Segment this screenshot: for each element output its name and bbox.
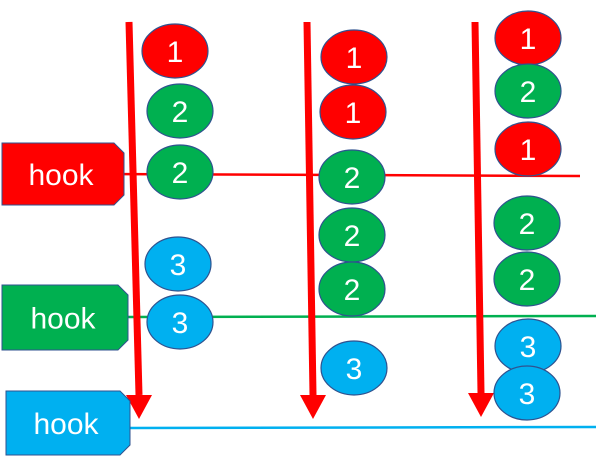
drop-arrow-3: [468, 21, 494, 417]
ball-label: 2: [172, 157, 189, 190]
ball-label: 2: [344, 274, 361, 307]
ball-green: 2: [146, 144, 214, 200]
ball-green: 2: [146, 83, 214, 139]
ball-label: 3: [172, 307, 189, 340]
drop-arrow-1: [125, 21, 152, 419]
ball-label: 1: [345, 97, 362, 130]
ball-blue: 3: [494, 318, 562, 374]
ball-green: 2: [318, 207, 386, 263]
hook-label-green: hook: [30, 303, 96, 336]
ball-blue: 3: [146, 294, 214, 350]
drop-arrows: [125, 21, 494, 419]
ball-green: 2: [493, 195, 561, 251]
ball-green: 2: [318, 149, 386, 205]
hook-line-blue: [107, 425, 596, 430]
ball-label: 2: [519, 264, 536, 297]
ball-red: 1: [141, 23, 209, 79]
balls: 1 2 2 3 3 1 1 2 2 2 3 1 2 1 2 2 3 3: [141, 10, 562, 421]
ball-label: 1: [520, 23, 537, 56]
ball-label: 2: [172, 96, 189, 129]
ball-label: 3: [170, 249, 187, 282]
ball-label: 3: [346, 353, 363, 386]
ball-label: 2: [520, 76, 537, 109]
ball-blue: 3: [144, 236, 212, 292]
hook-label-blue: hook: [33, 408, 99, 441]
hook-box-red: [1, 142, 125, 206]
hook-box-blue: [5, 390, 131, 456]
ball-label: 3: [520, 331, 537, 364]
ball-green: 2: [318, 261, 386, 317]
ball-label: 2: [344, 162, 361, 195]
drop-arrow-2: [300, 21, 326, 419]
ball-label: 1: [346, 42, 363, 75]
ball-red: 1: [320, 29, 388, 85]
hook-labels: hook hook hook: [1, 142, 131, 456]
ball-red: 1: [494, 10, 562, 66]
ball-blue: 3: [320, 340, 388, 396]
hook-box-green: [1, 284, 129, 351]
ball-blue: 3: [493, 365, 561, 421]
ball-label: 2: [519, 208, 536, 241]
ball-label: 1: [167, 36, 184, 69]
ball-label: 3: [519, 378, 536, 411]
ball-red: 1: [494, 121, 562, 177]
ball-green: 2: [493, 251, 561, 307]
hook-label-red: hook: [28, 159, 94, 192]
ball-label: 1: [520, 134, 537, 167]
ball-green: 2: [494, 63, 562, 119]
ball-label: 2: [344, 220, 361, 253]
ball-red: 1: [319, 84, 387, 140]
